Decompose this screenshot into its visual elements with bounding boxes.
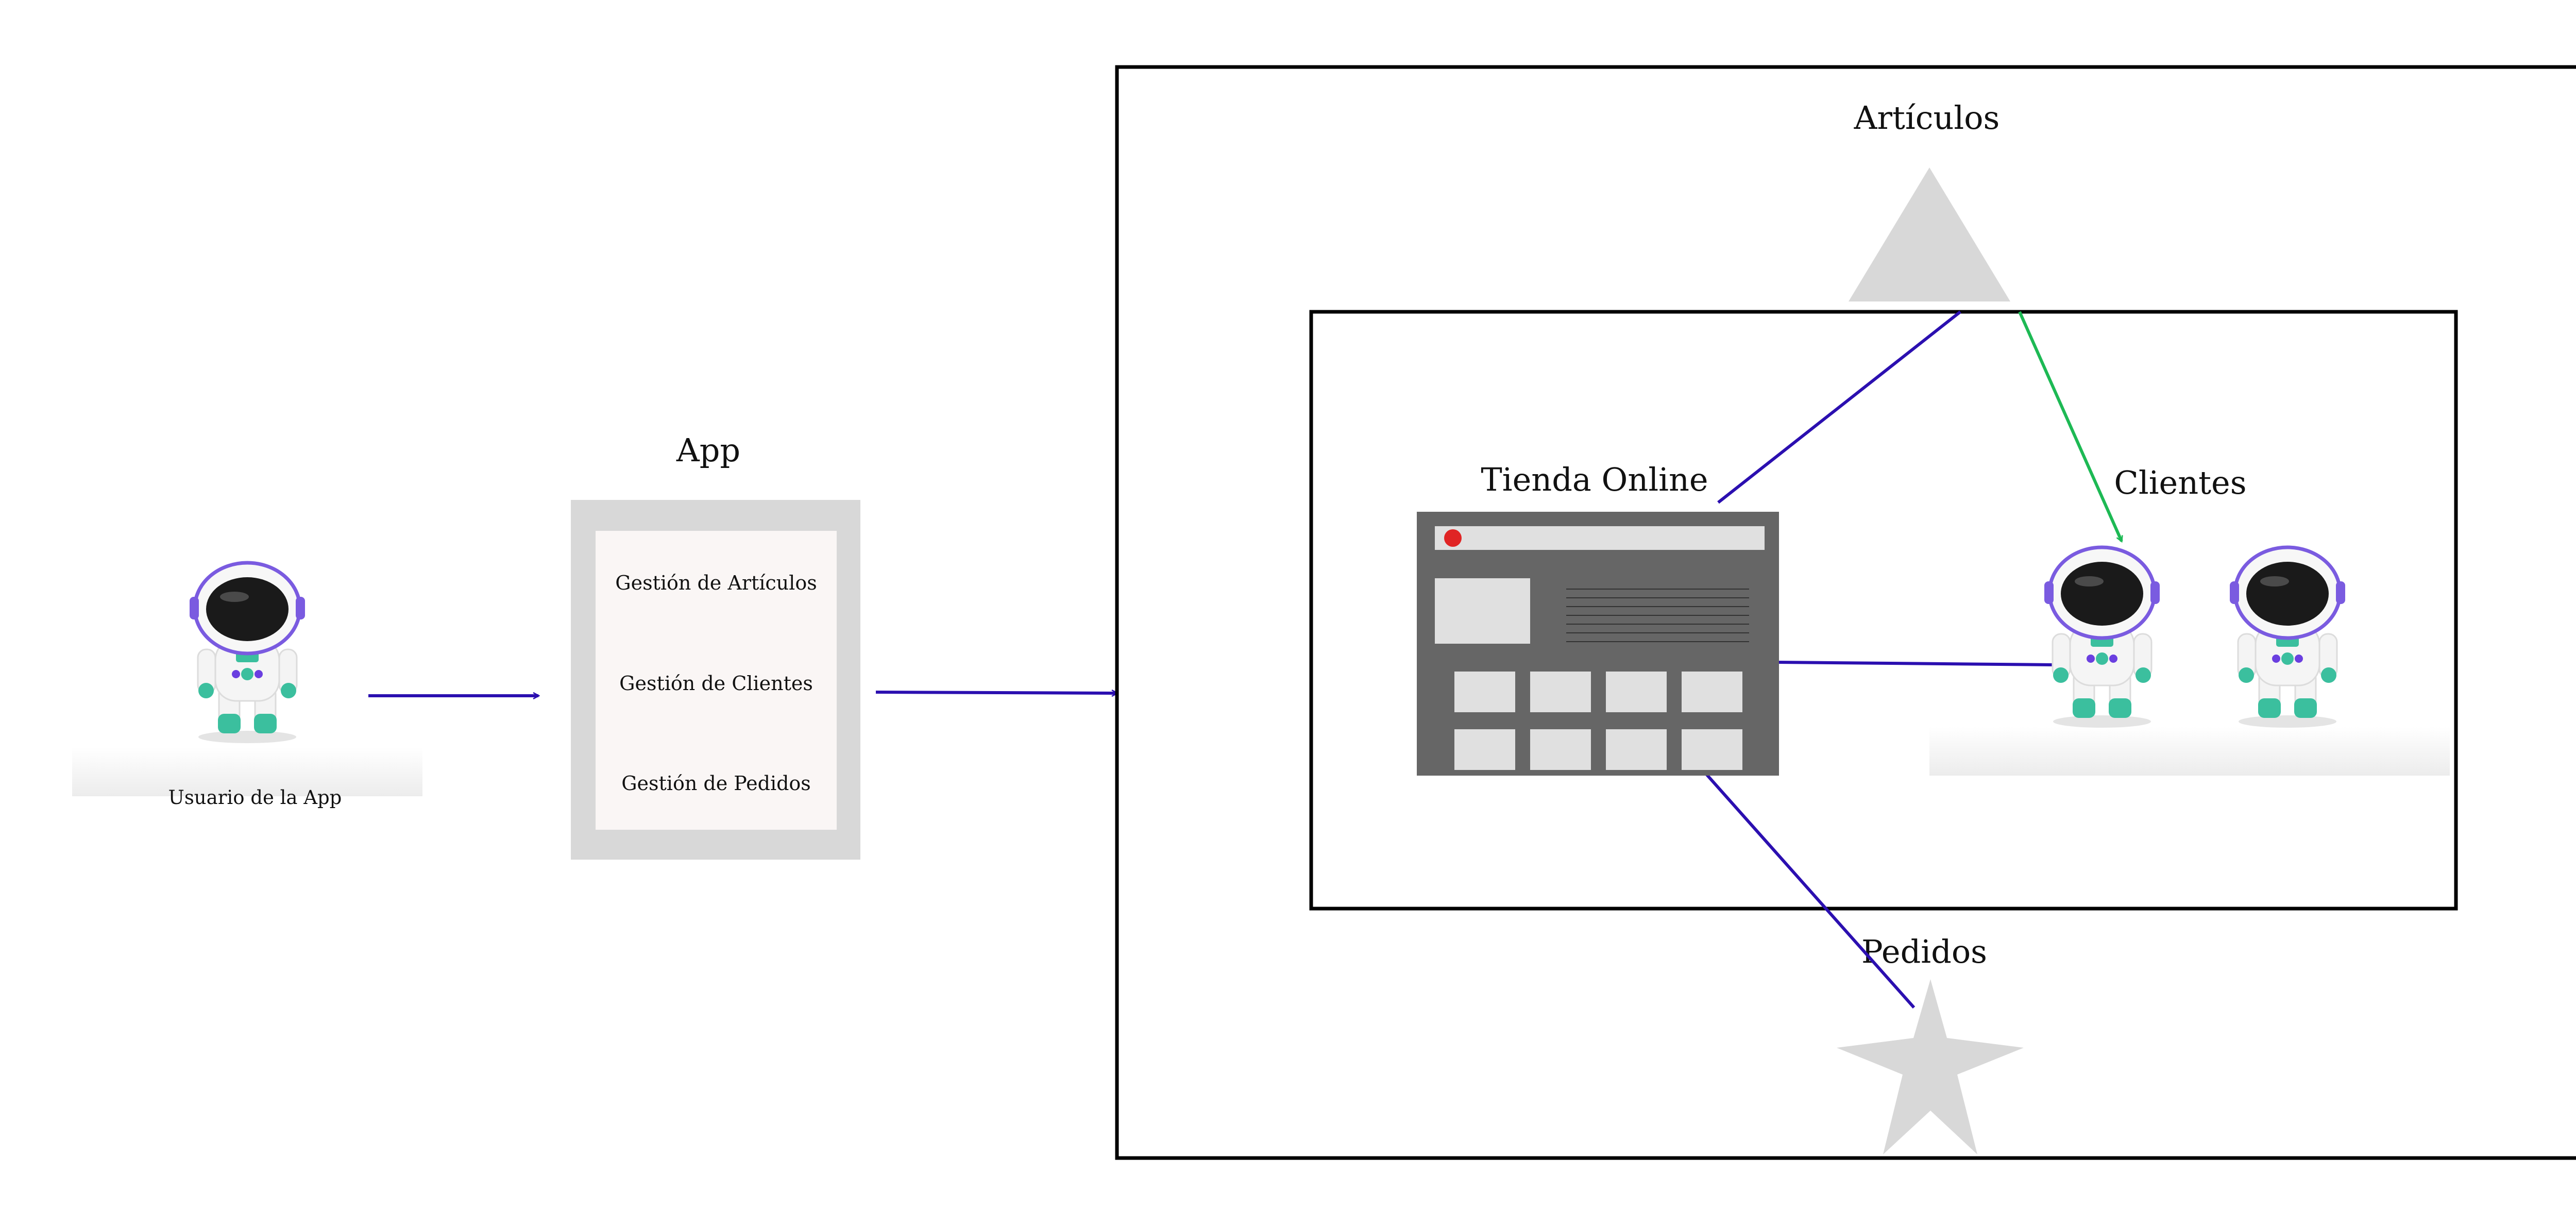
app-menu-panel: [596, 531, 837, 830]
line-store-to-clients: [1777, 661, 2054, 666]
system-outer-frame: [1115, 65, 2576, 1160]
app-block: App Gestión de Artículos Gestión de Clie…: [571, 431, 860, 860]
astronaut-robot-icon: [2230, 547, 2345, 728]
app-item-clients[interactable]: Gestión de Clientes: [619, 672, 813, 695]
astronaut-robot-icon: [190, 563, 305, 743]
line-store-to-articles: [1717, 310, 1961, 504]
triangle-icon: [1849, 167, 2010, 301]
user-label: Usuario de la App: [168, 786, 342, 809]
app-item-orders[interactable]: Gestión de Pedidos: [621, 772, 811, 795]
system-inner-frame: [1309, 310, 2458, 911]
browser-window-icon: [1417, 512, 1779, 776]
orders-label: Pedidos: [1861, 933, 1987, 970]
store-label: Tienda Online: [1481, 461, 1708, 498]
articles-label: Artículos: [1854, 99, 2000, 137]
clients-label: Clientes: [2114, 464, 2246, 501]
store-block: Tienda Online: [1417, 461, 1779, 776]
arrow-articles-to-clients: [2018, 311, 2123, 541]
user-floor-shadow: [72, 747, 422, 796]
user-actor: Usuario de la App: [72, 563, 422, 809]
app-title: App: [676, 431, 740, 469]
clients-block: Clientes: [1929, 464, 2450, 776]
clients-floor-shadow: [1929, 727, 2450, 776]
astronaut-robot-icon: [2044, 547, 2160, 728]
line-store-to-orders: [1704, 772, 1916, 1009]
star-icon: [1837, 979, 2024, 1154]
arrow-app-to-system: [875, 692, 1117, 693]
app-item-articles[interactable]: Gestión de Artículos: [615, 572, 817, 594]
